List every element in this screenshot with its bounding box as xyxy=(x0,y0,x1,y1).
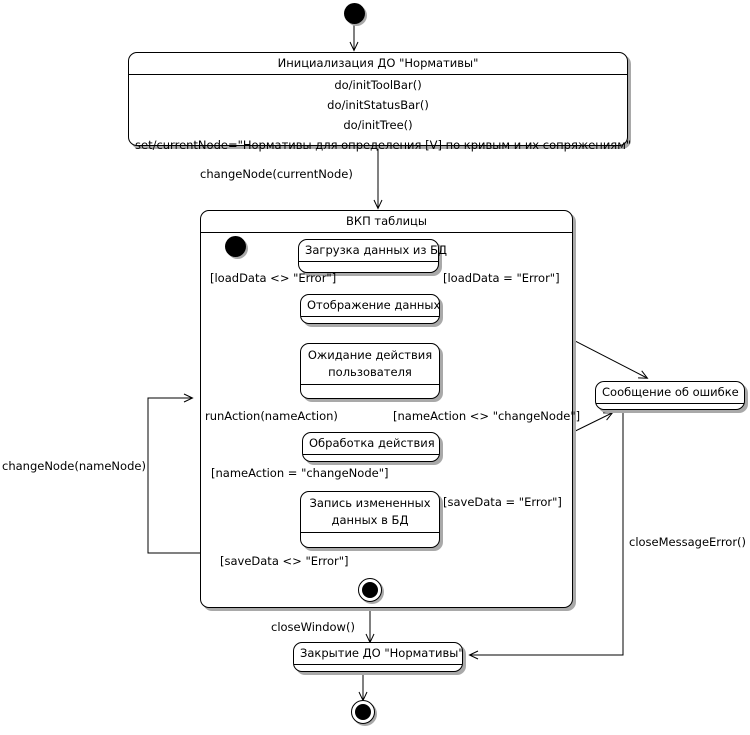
label-load-data-error: [loadData = "Error"] xyxy=(443,271,560,285)
state-close-do-title: Закрытие ДО "Нормативы" xyxy=(294,643,464,665)
label-name-action-change-node: [nameAction = "changeNode"] xyxy=(211,466,389,480)
state-show-data-title: Отображение данных xyxy=(301,295,440,317)
state-show-data-compartment xyxy=(301,317,439,321)
state-close-do-compartment xyxy=(294,665,462,669)
state-init-do-action-1: do/initToolBar() xyxy=(334,78,422,92)
label-run-action: runAction(nameAction) xyxy=(205,409,338,423)
edge-message-to-close xyxy=(468,410,624,660)
label-load-data-ok: [loadData <> "Error"] xyxy=(210,271,337,285)
state-init-do-title: Инициализация ДО "Нормативы" xyxy=(129,53,627,75)
label-close-message-error: closeMessageError() xyxy=(629,535,747,549)
state-process-action-title: Обработка действия xyxy=(303,433,439,455)
state-wait-action-title: Ожидание действия пользователя xyxy=(301,344,439,385)
state-init-do-action-2: do/initStatusBar() xyxy=(327,98,429,112)
label-name-action-not-change-node: [nameAction <> "changeNode"] xyxy=(393,409,581,423)
state-init-do-action-4: set/currentNode="Нормативы для определен… xyxy=(135,138,632,152)
state-save-data-compartment xyxy=(301,533,439,551)
state-error-message-title: Сообщение об ошибке xyxy=(596,382,744,404)
state-close-do[interactable]: Закрытие ДО "Нормативы" xyxy=(293,642,464,672)
state-load-data-compartment xyxy=(299,262,438,266)
state-init-do-action-3: do/initTree() xyxy=(343,118,413,132)
state-process-action[interactable]: Обработка действия xyxy=(302,432,440,462)
initial-state-node xyxy=(344,3,365,24)
state-show-data[interactable]: Отображение данных xyxy=(300,294,440,324)
composite-state-table-title: ВКП таблицы xyxy=(201,211,572,233)
inner-final-state-node xyxy=(358,578,382,602)
state-init-do[interactable]: Инициализация ДО "Нормативы" do/initTool… xyxy=(128,52,631,152)
state-wait-action[interactable]: Ожидание действия пользователя xyxy=(300,343,440,399)
state-save-data-title: Запись измененных данных в БД xyxy=(301,492,439,533)
state-load-data[interactable]: Загрузка данных из БД xyxy=(298,239,447,273)
label-change-node-name: changeNode(nameNode) xyxy=(2,459,146,473)
state-error-message-compartment xyxy=(596,404,744,408)
state-save-data[interactable]: Запись измененных данных в БД xyxy=(300,491,440,548)
label-save-data-ok: [saveData <> "Error"] xyxy=(220,554,349,568)
label-close-window: closeWindow() xyxy=(271,620,355,634)
final-state-node xyxy=(351,700,375,724)
state-load-data-title: Загрузка данных из БД xyxy=(299,240,447,262)
label-save-data-error: [saveData = "Error"] xyxy=(443,495,562,509)
edge-change-node-loop xyxy=(147,393,204,554)
state-process-action-compartment xyxy=(303,455,439,459)
state-wait-action-compartment xyxy=(301,385,439,389)
inner-initial-state-node xyxy=(225,236,246,257)
state-error-message[interactable]: Сообщение об ошибке xyxy=(595,381,745,410)
label-change-node-current: changeNode(currentNode) xyxy=(200,167,353,181)
